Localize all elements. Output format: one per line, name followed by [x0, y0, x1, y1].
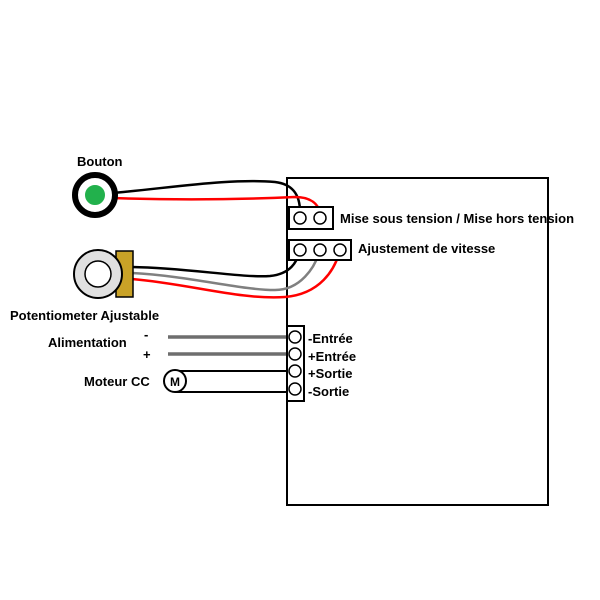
input-plus-label: +Entrée: [308, 349, 356, 364]
speed-terminal-label: Ajustement de vitesse: [358, 241, 495, 256]
pot-black-wire: [131, 249, 301, 278]
power-switch-terminal-label: Mise sous tension / Mise hors tension: [340, 211, 574, 226]
push-button: [72, 172, 118, 218]
pot-grey-wire: [131, 249, 322, 292]
button-black-wire: [111, 179, 302, 213]
output-minus-label: -Sortie: [308, 384, 349, 399]
motor-label: Moteur CC: [84, 374, 150, 389]
power-label: Alimentation: [48, 335, 127, 350]
potentiometer: [73, 249, 134, 299]
output-plus-label: +Sortie: [308, 366, 352, 381]
speed-terminal: [288, 239, 352, 261]
button-red-wire: [111, 195, 322, 213]
motor: M: [163, 369, 187, 393]
controller-board: [286, 177, 549, 506]
pot-red-wire: [131, 249, 342, 299]
power-wires: [168, 335, 288, 356]
motor-symbol: M: [170, 375, 180, 389]
power-minus-sign: -: [144, 327, 148, 342]
button-wires: [111, 179, 322, 213]
potentiometer-label: Potentiometer Ajustable: [10, 308, 159, 323]
power-plus-sign: +: [143, 347, 151, 362]
input-minus-label: -Entrée: [308, 331, 353, 346]
power-switch-terminal: [288, 206, 334, 230]
button-label: Bouton: [77, 154, 123, 169]
potentiometer-wires: [131, 249, 342, 299]
motor-wires: [175, 370, 288, 393]
io-terminal: [286, 325, 305, 402]
